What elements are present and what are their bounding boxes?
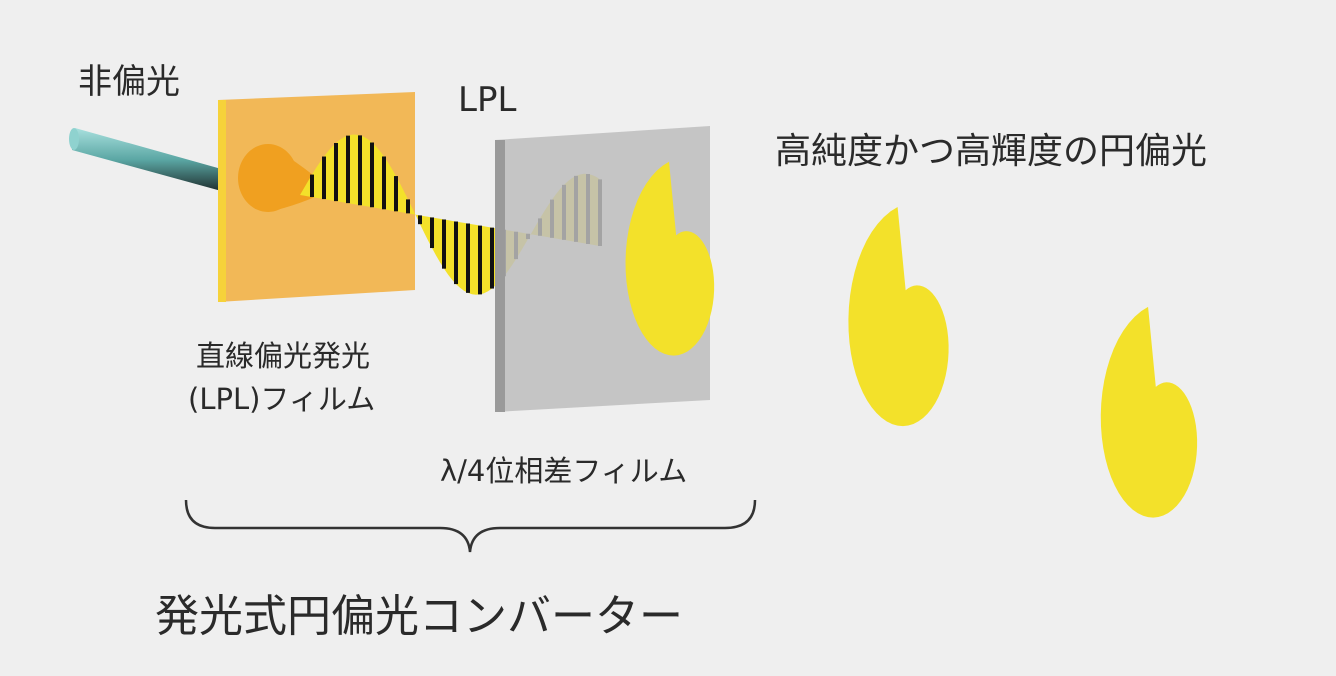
lpl-film-label-line2: (LPL)フィルム xyxy=(188,382,376,416)
helix-turn xyxy=(848,206,949,427)
unpolarized-label: 非偏光 xyxy=(78,62,180,102)
wave-fill xyxy=(300,134,600,295)
lpl-film-label-line1: 直線偏光発光 xyxy=(196,339,371,373)
helix-turn xyxy=(625,161,715,356)
helix-fill xyxy=(625,161,715,356)
helix-turn xyxy=(1100,306,1198,518)
circular-polarized-wave xyxy=(625,161,1198,518)
helix-fill xyxy=(1100,306,1198,518)
converter-label: 発光式円偏光コンバーター xyxy=(155,591,683,642)
brace xyxy=(184,499,757,553)
light-source-rod xyxy=(69,128,225,192)
lpl-label: LPL xyxy=(458,80,517,120)
helix-fill xyxy=(848,206,949,427)
retarder-label: λ/4位相差フィルム xyxy=(440,454,688,488)
output-label: 高純度かつ高輝度の円偏光 xyxy=(775,131,1208,172)
